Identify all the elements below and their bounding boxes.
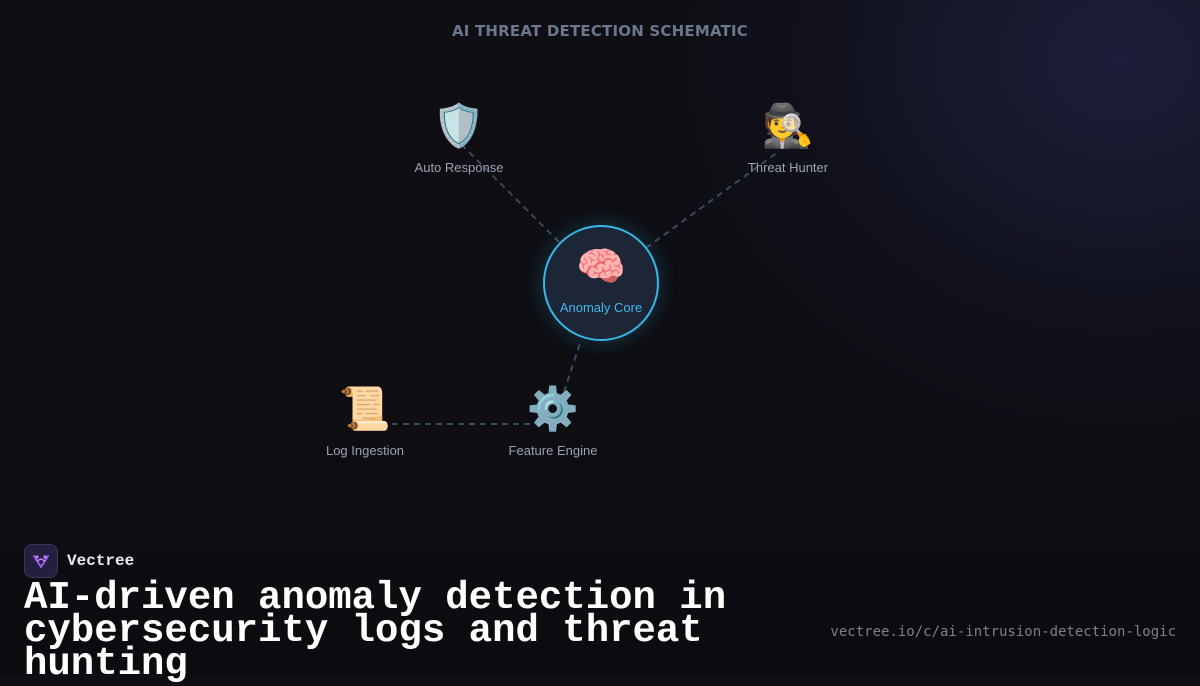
brain-icon: 🧠 <box>576 244 626 290</box>
shield-icon: 🛡️ <box>432 101 486 150</box>
vectree-logo-icon <box>24 544 58 578</box>
node-feature-engine[interactable]: ⚙️ Feature Engine <box>508 384 598 459</box>
node-auto-response[interactable]: 🛡️ Auto Response <box>414 101 504 176</box>
node-log-ingestion[interactable]: 📜 Log Ingestion <box>325 384 405 459</box>
node-label-threat-hunter: Threat Hunter <box>747 160 829 175</box>
scroll-icon: 📜 <box>338 384 392 433</box>
detective-icon: 🕵️ <box>761 101 815 150</box>
gear-icon: ⚙️ <box>526 384 580 433</box>
edge-core-to-threat-hunter <box>645 151 779 249</box>
node-label-log-ingestion: Log Ingestion <box>325 443 405 458</box>
node-label-auto-response: Auto Response <box>414 160 504 175</box>
source-url[interactable]: vectree.io/c/ai-intrusion-detection-logi… <box>830 624 1176 640</box>
edge-core-to-auto-response <box>462 145 560 243</box>
brand[interactable]: Vectree <box>24 544 134 578</box>
edge-feature-to-core <box>563 339 582 393</box>
node-label-feature-engine: Feature Engine <box>508 443 598 458</box>
node-label-anomaly-core: Anomaly Core <box>559 300 643 315</box>
node-anomaly-core[interactable]: 🧠 Anomaly Core <box>543 225 659 341</box>
headline: AI-driven anomaly detection in cybersecu… <box>24 576 727 686</box>
node-threat-hunter[interactable]: 🕵️ Threat Hunter <box>747 101 829 176</box>
diagram-title: AI THREAT DETECTION SCHEMATIC <box>451 22 749 40</box>
brand-name: Vectree <box>67 552 135 570</box>
